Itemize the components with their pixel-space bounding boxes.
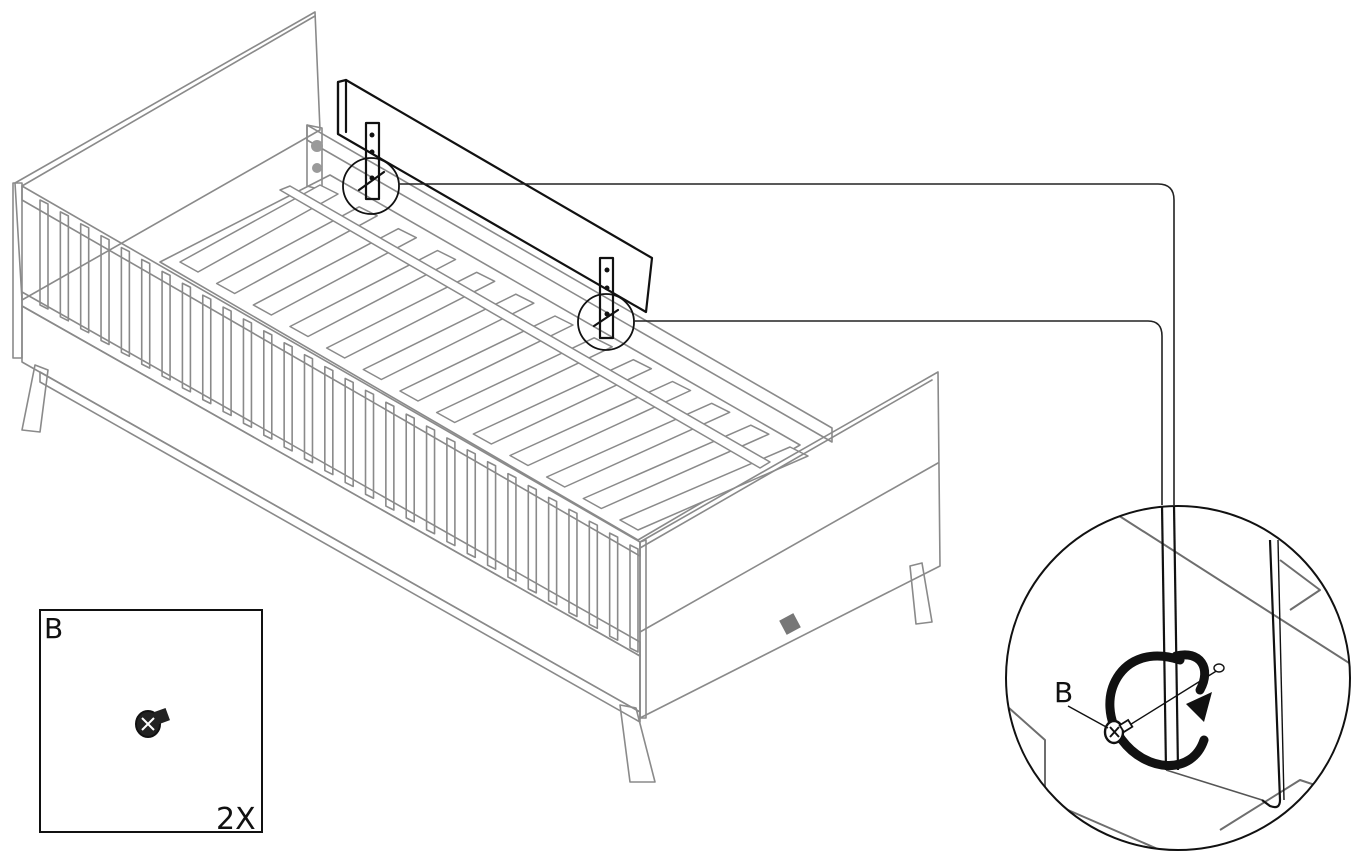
rotate-arrow-icon [1105,650,1212,770]
detail-view [1005,505,1351,851]
quantity-label: 2X [216,802,256,837]
part-letter-label: B [44,612,63,645]
leader-lines [398,183,1175,505]
bed-slat [362,293,535,381]
crib-bar [161,270,171,381]
crib-bar [303,353,314,464]
crib-bar [425,425,436,535]
crib-bar [100,234,110,346]
crib-bar [547,496,558,606]
crib-bar [262,330,273,440]
crib-bar [527,484,538,594]
safety-guard-board [336,78,654,340]
crib-bar [222,306,232,417]
crib-bar [486,460,497,571]
crib-bar [588,520,599,630]
crib-bar [385,401,395,511]
crib-bar [283,341,293,452]
crib-bar [120,246,131,358]
crib-bar [568,508,578,618]
crib-bar [446,437,456,547]
crib-bar [324,365,334,476]
crib-bar [201,294,212,405]
bed-slat [472,358,653,445]
bed-slat [325,271,496,359]
crib-bar [39,199,49,310]
crib-bar [608,532,619,641]
crib-bar [364,389,375,500]
bed-slat [509,380,692,467]
screw-icon [135,707,170,738]
left-headboard [12,11,321,433]
parts-box [39,609,263,833]
crib-bar [79,222,90,334]
crib-bar [344,377,354,488]
bed-illustration [12,11,1175,783]
crib-bar [629,544,639,653]
bed-slat [215,206,378,295]
bed-slat [252,227,418,316]
crib-bar [140,258,151,369]
crib-bar [466,449,477,559]
bed-slat [435,337,613,424]
bed-slat [289,249,457,338]
crib-bar [405,413,416,523]
crib-bar [181,282,192,393]
crib-bar [507,472,517,582]
bed-slat [179,184,339,273]
slat-base [159,174,809,541]
detail-callout-label: B [1054,676,1073,709]
bed-slat [399,315,574,402]
crib-bar [242,318,253,429]
screw-icon [1103,718,1134,745]
callout-circles [342,157,635,351]
right-footboard [639,371,941,719]
crib-bar [59,211,70,322]
